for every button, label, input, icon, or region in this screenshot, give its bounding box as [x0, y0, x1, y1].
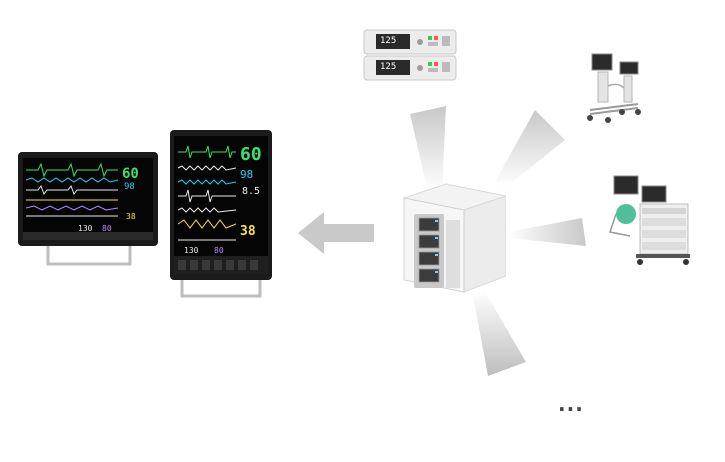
hr-value: 60: [240, 144, 262, 165]
ray-right: [508, 218, 586, 246]
spo2-value: 98: [240, 168, 254, 181]
more-devices-ellipsis: ...: [558, 392, 584, 416]
patient-monitor-large: 60 98 8.5 38 130 80: [170, 128, 274, 302]
patient-monitor-small: 60 98 38 130 80: [18, 150, 160, 270]
ray-up-right: [495, 110, 565, 188]
anesthesia-machine: [606, 174, 692, 266]
etco2-value: 38: [126, 212, 136, 221]
anesthesia-machine-icon: [609, 175, 690, 265]
ray-down: [472, 290, 526, 376]
infusion-pump: 125 125: [362, 28, 458, 84]
nibp-value: 130: [184, 246, 199, 255]
patient-monitor-icon: [170, 130, 272, 298]
patient-monitor-icon: [18, 152, 158, 266]
signal-rays: [410, 106, 586, 376]
ventilator: [584, 52, 644, 126]
left-arrow-icon: [298, 212, 374, 254]
ray-up: [410, 106, 446, 192]
etco2-value: 38: [240, 224, 256, 239]
pr-value: 80: [102, 224, 112, 233]
ventilator-icon: [587, 53, 641, 123]
pump-rate-top: 125: [380, 36, 397, 46]
infusion-pump-icon: [363, 29, 457, 81]
rr-value: 8.5: [242, 186, 261, 197]
network-hub: [402, 180, 506, 302]
hr-value: 60: [122, 166, 139, 182]
nibp-value: 130: [78, 224, 93, 233]
pr-value: 80: [214, 246, 224, 255]
spo2-value: 98: [124, 182, 135, 192]
pump-rate-bottom: 125: [380, 62, 397, 72]
network-hub-icon: [402, 183, 506, 293]
